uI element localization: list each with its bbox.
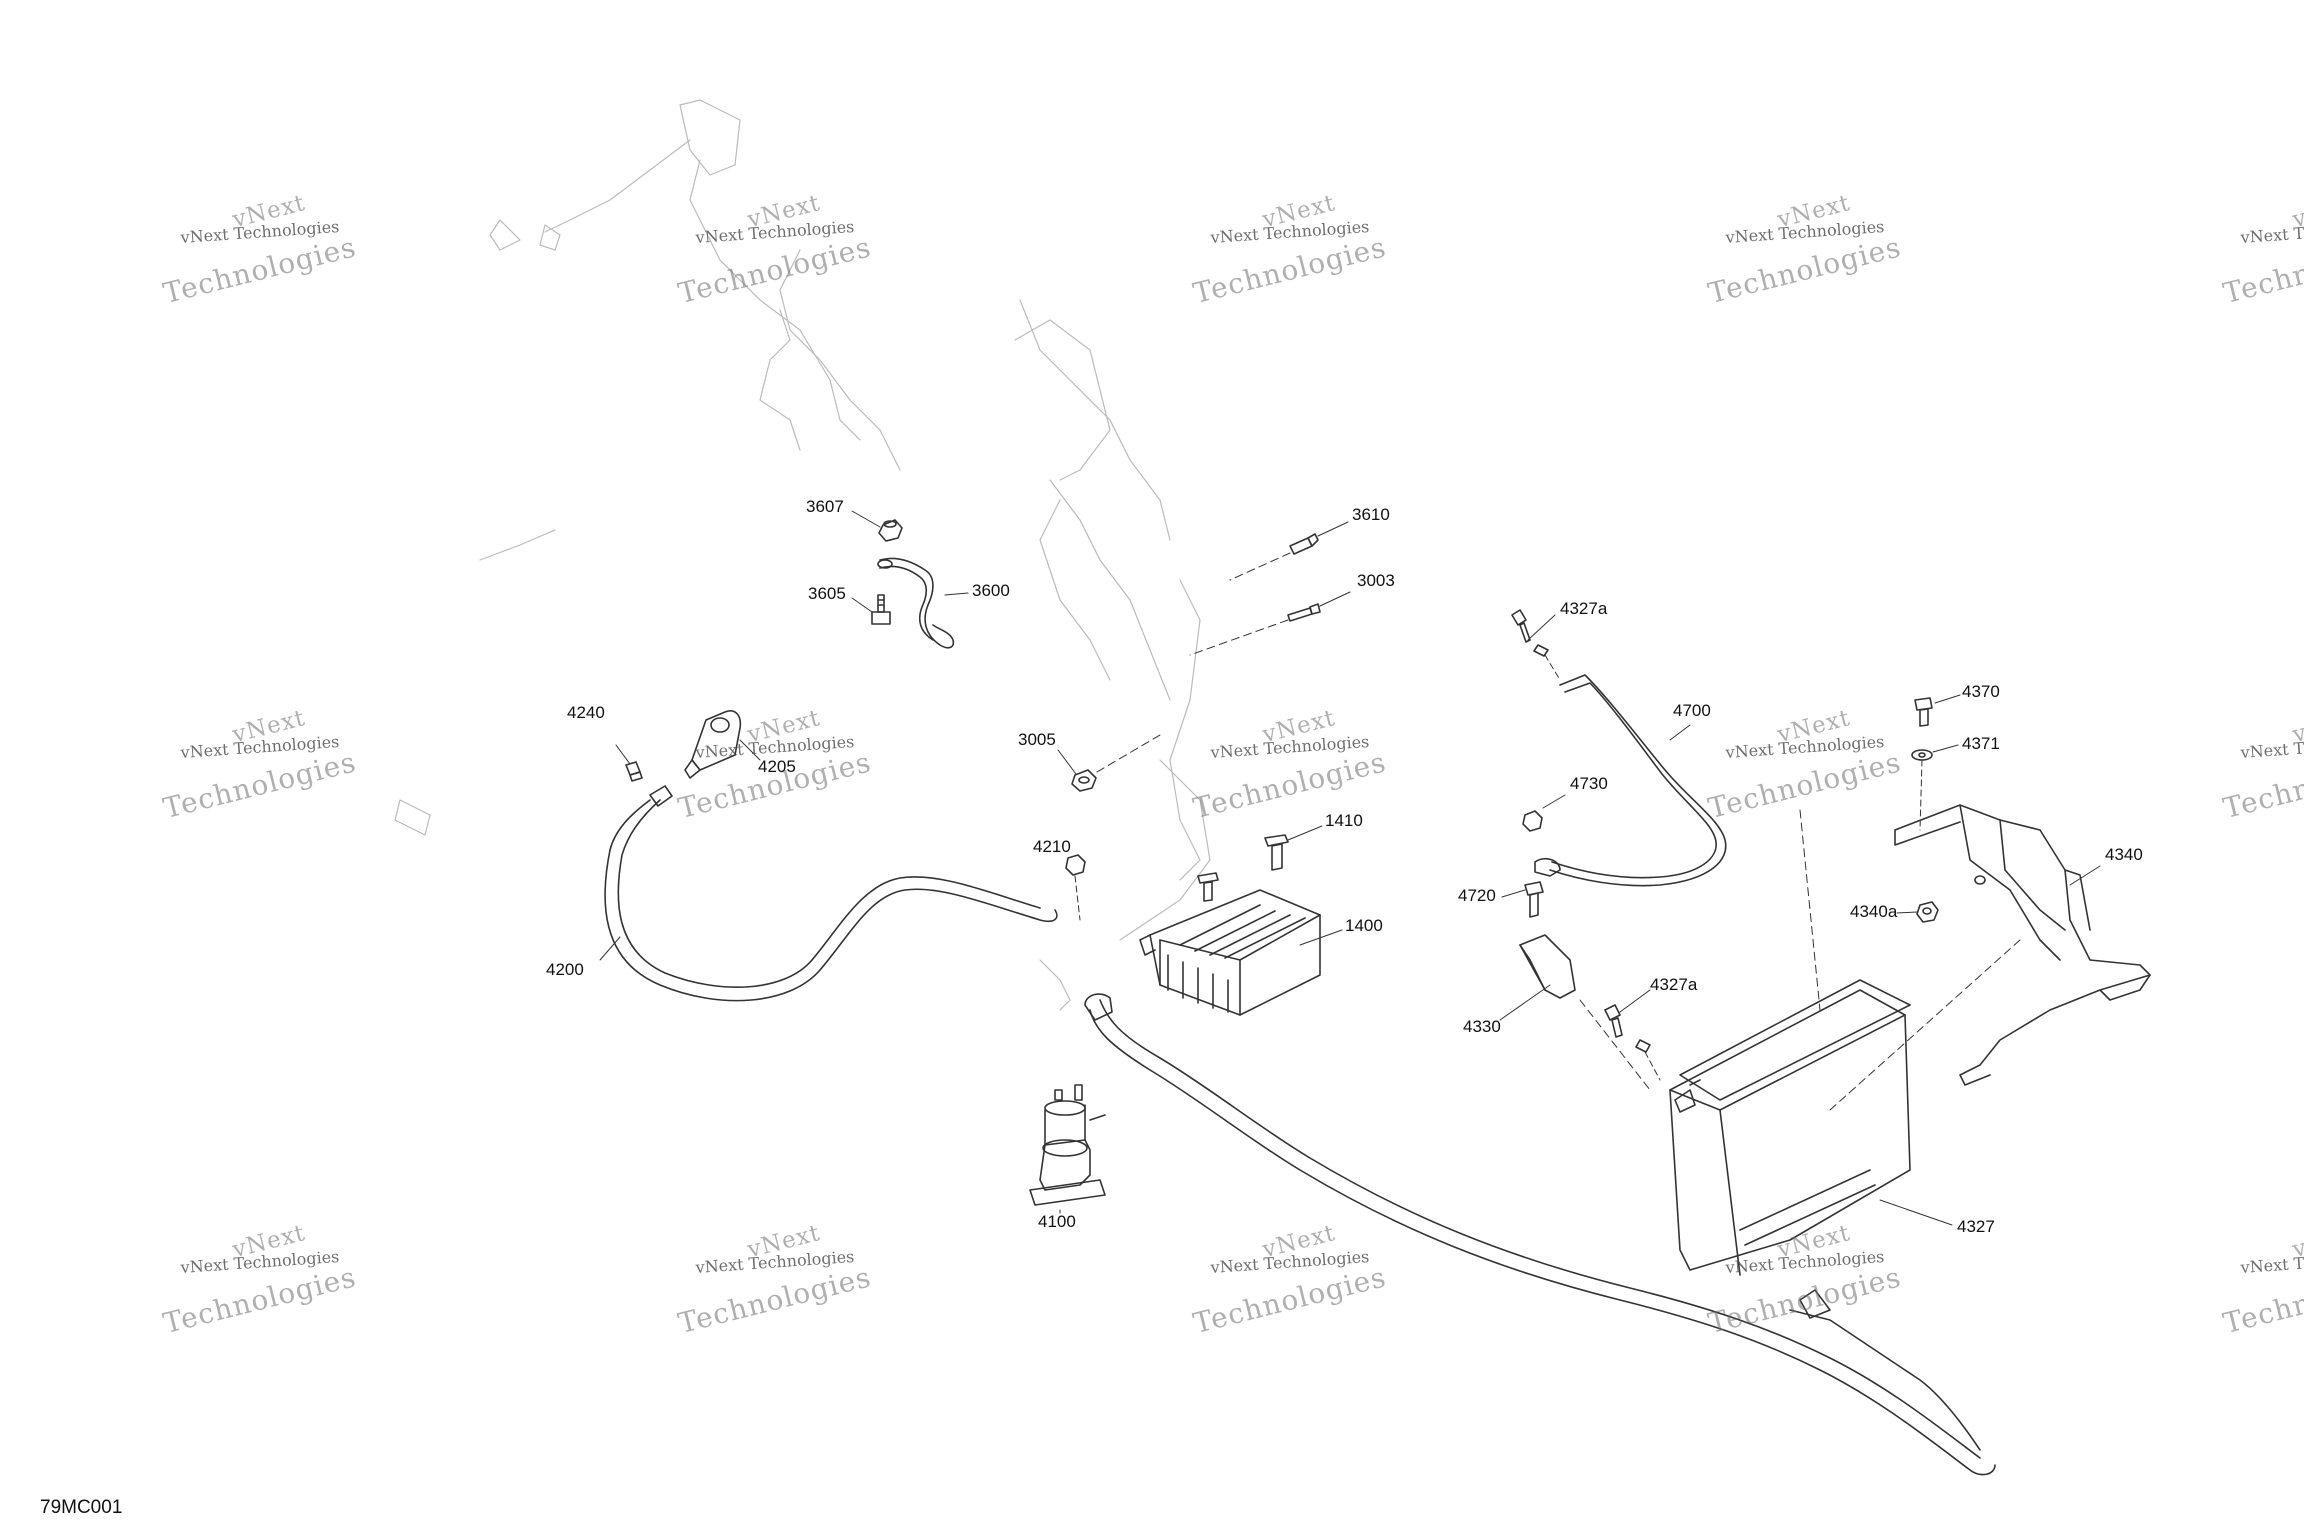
callout-4330: 4330	[1463, 1017, 1501, 1036]
callout-4340: 4340	[2105, 845, 2143, 864]
callout-4720: 4720	[1458, 886, 1496, 905]
callout-4200: 4200	[546, 960, 584, 979]
callout-4327a-bottom: 4327a	[1650, 975, 1698, 994]
callout-4370: 4370	[1962, 682, 2000, 701]
part-4200-cable	[604, 785, 1058, 1002]
callout-3607: 3607	[806, 497, 844, 516]
part-4370-bolt	[1914, 697, 1933, 727]
part-4210-nut	[1065, 854, 1086, 876]
callout-4327a-top: 4327a	[1560, 599, 1608, 618]
diagram-code: 79MC001	[40, 1497, 123, 1518]
part-4100-solenoid	[1029, 1084, 1106, 1206]
callout-1410: 1410	[1325, 811, 1363, 830]
part-4327-cable	[1084, 993, 1996, 1476]
callout-3600: 3600	[972, 581, 1010, 600]
callout-4730: 4730	[1570, 774, 1608, 793]
part-4327a-bottom-bolt	[1604, 1004, 1651, 1053]
part-4730-nut	[1522, 810, 1543, 832]
part-3600-strap	[877, 557, 955, 649]
part-4340-bracket	[1894, 804, 2151, 1086]
part-4240-bolt	[625, 761, 643, 782]
part-4205-boot	[684, 710, 742, 779]
part-4327a-top-bolt	[1511, 609, 1549, 657]
callout-4340a: 4340a	[1850, 902, 1898, 921]
callout-3003: 3003	[1357, 571, 1395, 590]
callout-4205: 4205	[758, 757, 796, 776]
part-4330-terminal-cover	[1519, 934, 1576, 999]
part-4720-bolt	[1524, 881, 1544, 918]
callout-4371: 4371	[1962, 734, 2000, 753]
callout-4100: 4100	[1038, 1212, 1076, 1231]
part-4371-washer	[1911, 749, 1933, 761]
callout-1400: 1400	[1345, 916, 1383, 935]
part-3605-bolt	[871, 594, 891, 625]
callout-4327: 4327	[1957, 1217, 1995, 1236]
part-1400-regulator	[1139, 889, 1321, 1016]
part-3610-bolt	[1289, 533, 1319, 555]
callout-3610: 3610	[1352, 505, 1390, 524]
part-3005-clip	[1071, 769, 1097, 792]
ghost-frame	[394, 99, 1211, 1011]
part-4327-battery	[1669, 979, 1911, 1276]
part-3607-nut	[878, 519, 903, 542]
callout-4700: 4700	[1673, 701, 1711, 720]
part-1410-screws	[1197, 834, 1289, 902]
callout-4240: 4240	[567, 703, 605, 722]
part-3003-screw	[1287, 603, 1321, 622]
callout-3605: 3605	[808, 584, 846, 603]
part-4340a-nut	[1916, 901, 1939, 923]
part-4700-cable	[1534, 674, 1727, 887]
callout-3005: 3005	[1018, 730, 1056, 749]
callout-4210: 4210	[1033, 837, 1071, 856]
